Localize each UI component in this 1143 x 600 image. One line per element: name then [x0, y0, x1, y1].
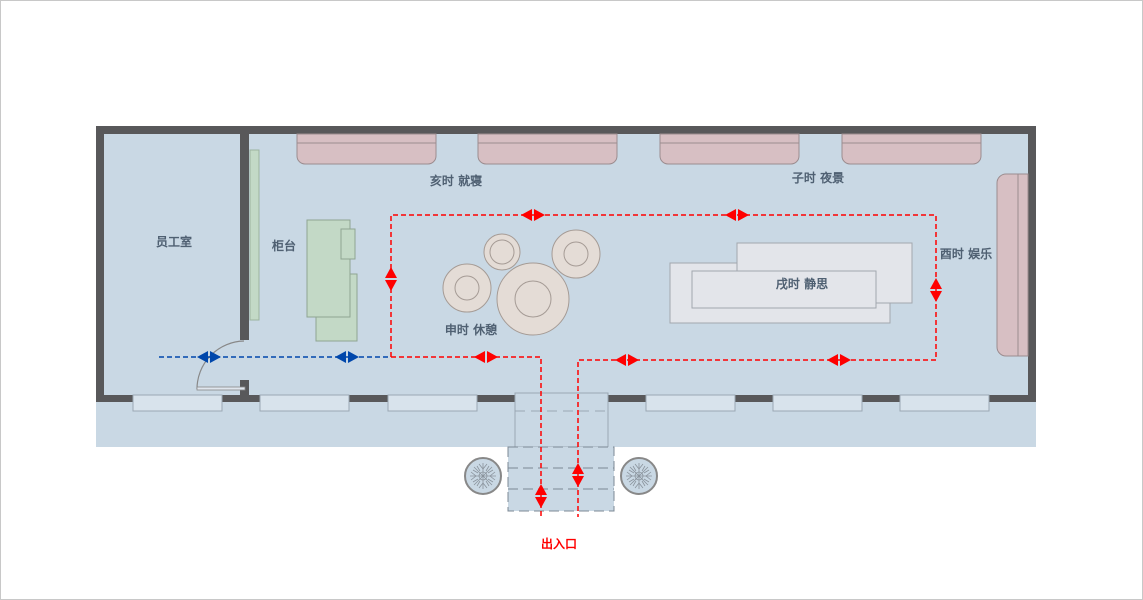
sofa — [659, 133, 800, 165]
top-sofas — [296, 133, 982, 165]
sofa — [996, 173, 1029, 357]
staff-room-label: 员工室 — [155, 235, 193, 249]
table — [483, 233, 521, 271]
zone-label-shen-rest: 申时 休憩 — [444, 323, 498, 337]
round-tables — [442, 229, 601, 336]
entrance-label: 出入口 — [540, 537, 578, 551]
guest-route-entry — [391, 356, 542, 517]
door-leaf — [196, 386, 246, 391]
wall-cabinet — [249, 149, 260, 321]
window — [772, 394, 863, 412]
bidirectional-arrow-icon — [827, 354, 851, 366]
guest-route-loop — [390, 214, 937, 517]
zone-label-xu-meditation: 戌时 静思 — [775, 277, 829, 291]
window — [387, 394, 478, 412]
table — [551, 229, 601, 279]
bidirectional-arrow-icon — [474, 351, 498, 363]
meditation-platforms — [669, 242, 913, 324]
bidirectional-arrow-icon — [615, 354, 639, 366]
bidirectional-arrow-icon — [930, 278, 942, 302]
sofa — [841, 133, 982, 165]
window — [132, 394, 223, 412]
zone-label-hai-sleep: 亥时 就寝 — [429, 174, 483, 188]
bidirectional-arrow-icon — [385, 267, 397, 291]
planter-right-icon — [620, 457, 658, 495]
staff-room-floor — [104, 134, 240, 395]
windows — [132, 394, 990, 412]
counter-label: 柜台 — [271, 239, 297, 253]
counter-chair — [340, 228, 356, 260]
bidirectional-arrow-icon — [335, 351, 359, 363]
sofa — [296, 133, 437, 165]
zone-label-you-entertainment: 酉时 娱乐 — [939, 247, 993, 261]
zone-label-zi-night: 子时 夜景 — [791, 171, 845, 185]
planter-left-icon — [464, 457, 502, 495]
guest-route — [385, 209, 942, 517]
bidirectional-arrow-icon — [572, 463, 584, 487]
bidirectional-arrow-icon — [535, 484, 547, 508]
bidirectional-arrow-icon — [725, 209, 749, 221]
counter — [306, 219, 358, 342]
table — [496, 262, 570, 336]
platform — [691, 270, 877, 309]
entrance-doorway — [514, 392, 609, 448]
window — [899, 394, 990, 412]
bidirectional-arrow-icon — [197, 351, 221, 363]
table — [442, 263, 492, 313]
entrance-steps — [507, 446, 615, 512]
door-opening — [240, 340, 249, 380]
sofa — [477, 133, 618, 165]
window — [259, 394, 350, 412]
window — [645, 394, 736, 412]
staff-route — [159, 351, 391, 363]
steps-outline — [507, 446, 615, 512]
right-sofa — [996, 173, 1029, 357]
bidirectional-arrow-icon — [521, 209, 545, 221]
